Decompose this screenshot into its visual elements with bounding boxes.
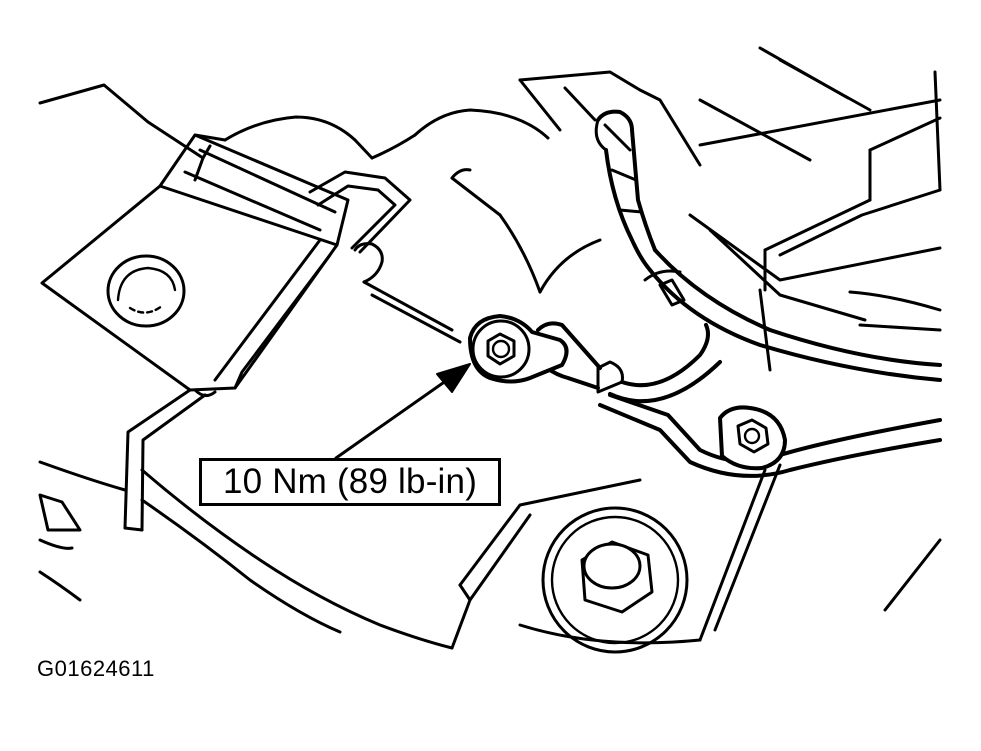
ground-eyelet-nut — [468, 314, 569, 384]
right-upper-structure — [518, 46, 942, 292]
bracket-hook — [308, 170, 462, 344]
bracket-leg — [123, 388, 207, 532]
bracket-mounting-hole — [106, 254, 186, 328]
lower-mounting-bolt — [541, 506, 689, 654]
figure-id-label: G01624611 — [37, 656, 155, 681]
lower-left-housing — [38, 460, 454, 650]
mounting-bracket — [40, 133, 350, 397]
torque-callout: 10 Nm (89 lb-in) — [199, 458, 501, 506]
harness-clip-bolt — [718, 405, 787, 471]
torque-spec-label: 10 Nm (89 lb-in) — [222, 462, 478, 501]
upper-housing-outline — [38, 83, 374, 182]
wiring-harness — [594, 109, 942, 382]
lower-mounting-plate — [450, 463, 942, 650]
central-housing — [370, 108, 602, 294]
callout-leader-arrow — [334, 363, 471, 460]
